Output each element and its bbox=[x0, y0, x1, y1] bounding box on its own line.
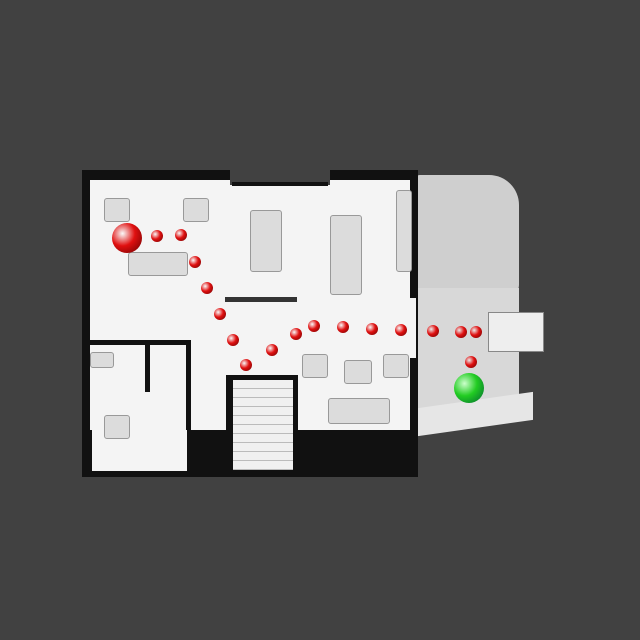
right-wall-gap bbox=[408, 298, 416, 358]
path-waypoint bbox=[201, 282, 213, 294]
sofa bbox=[328, 398, 390, 424]
path-waypoint bbox=[240, 359, 252, 371]
chair bbox=[104, 415, 130, 439]
chair bbox=[90, 352, 114, 368]
path-waypoint bbox=[395, 324, 407, 336]
path-waypoint bbox=[455, 326, 467, 338]
fireplace bbox=[225, 297, 297, 302]
armchair bbox=[383, 354, 409, 378]
inner-wall-stairs bbox=[186, 340, 191, 430]
path-waypoint bbox=[214, 308, 226, 320]
path-waypoint bbox=[227, 334, 239, 346]
armchair bbox=[302, 354, 328, 378]
path-waypoint bbox=[465, 356, 477, 368]
porch-steps bbox=[488, 312, 544, 352]
staircase bbox=[233, 380, 293, 470]
armchair bbox=[183, 198, 209, 222]
inner-wall-hall bbox=[145, 342, 150, 392]
kitchen-counter bbox=[396, 190, 412, 272]
goal-marker bbox=[454, 373, 484, 403]
path-waypoint bbox=[470, 326, 482, 338]
path-waypoint bbox=[427, 325, 439, 337]
exterior-terrain bbox=[414, 175, 519, 295]
path-waypoint bbox=[175, 229, 187, 241]
start-marker bbox=[112, 223, 142, 253]
path-waypoint bbox=[151, 230, 163, 242]
coffee-table bbox=[344, 360, 372, 384]
path-waypoint bbox=[189, 256, 201, 268]
path-waypoint bbox=[308, 320, 320, 332]
path-waypoint bbox=[290, 328, 302, 340]
kitchen-island bbox=[330, 215, 362, 295]
kitchen-top-wall bbox=[230, 160, 330, 185]
inner-wall-left bbox=[88, 340, 188, 345]
armchair bbox=[104, 198, 130, 222]
path-waypoint bbox=[366, 323, 378, 335]
kitchen-nook-wall bbox=[232, 182, 328, 186]
sofa bbox=[128, 252, 188, 276]
dining-table bbox=[250, 210, 282, 272]
path-waypoint bbox=[337, 321, 349, 333]
path-waypoint bbox=[266, 344, 278, 356]
